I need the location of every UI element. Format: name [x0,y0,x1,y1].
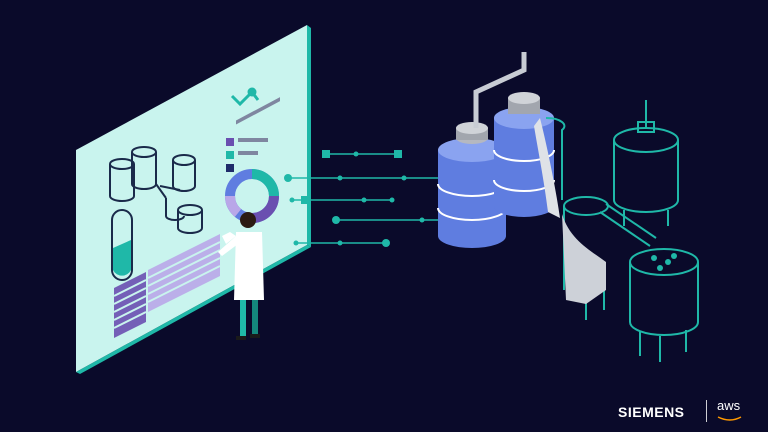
silver-sheet [534,118,560,218]
silver-funnel [562,214,606,304]
robot-arm-icon [230,87,260,107]
screen-tanks [109,146,203,234]
aws-logo: aws [717,398,741,413]
pipe [473,52,527,128]
bar-graphic [113,234,221,338]
level-gauge [111,209,133,281]
logo-divider [706,400,707,422]
menu-bars [226,97,280,172]
tank-dots [651,253,677,271]
aws-smile-icon [717,416,742,421]
scientist-figure [218,212,264,340]
siemens-logo: SIEMENS [618,404,685,420]
screen-edge [307,25,311,247]
